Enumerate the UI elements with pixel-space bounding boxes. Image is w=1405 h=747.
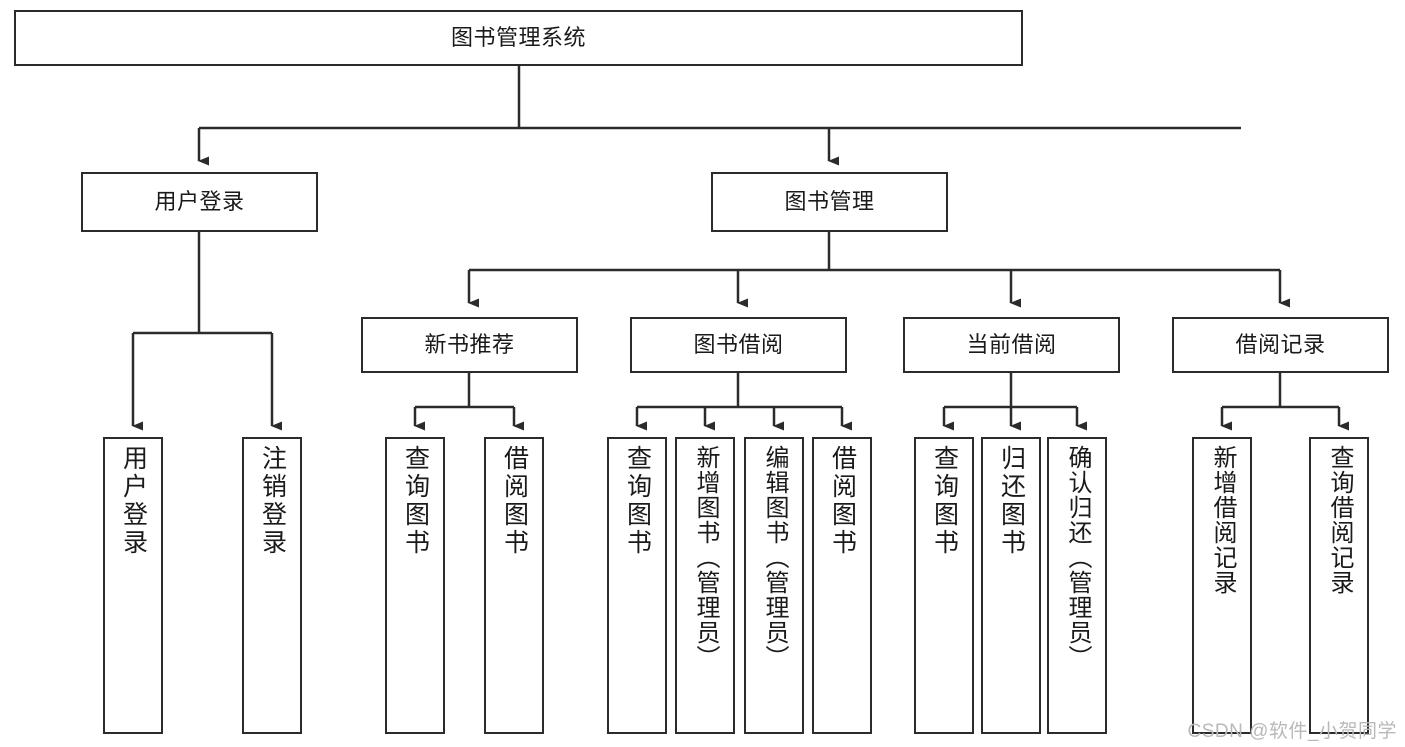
node-label: 注销登录	[258, 445, 287, 557]
node-label: 图书管理系统	[450, 25, 586, 51]
leaf-user-login-signin[interactable]: 用户登录	[103, 437, 163, 734]
node-label: 借阅记录	[1235, 332, 1326, 358]
node-label: 当前借阅	[966, 332, 1057, 358]
leaf-current-query-book[interactable]: 查询图书	[914, 437, 974, 734]
leaf-new-book-borrow[interactable]: 借阅图书	[484, 437, 544, 734]
leaf-record-query-record[interactable]: 查询借阅记录	[1309, 437, 1369, 734]
node-label: 用户登录	[154, 189, 245, 215]
node-label: 新增借阅记录	[1209, 445, 1236, 595]
node-label: 查询图书	[623, 445, 652, 557]
node-label: 图书借阅	[693, 332, 784, 358]
leaf-new-book-query[interactable]: 查询图书	[385, 437, 445, 734]
node-book-borrow[interactable]: 图书借阅	[630, 317, 847, 373]
leaf-borrow-add-book-admin[interactable]: 新增图书（管理员）	[675, 437, 735, 734]
node-label: 用户登录	[119, 445, 148, 557]
node-borrow-record[interactable]: 借阅记录	[1172, 317, 1389, 373]
node-label: 确认归还（管理员）	[1064, 445, 1091, 670]
node-new-book-recommend[interactable]: 新书推荐	[361, 317, 578, 373]
leaf-borrow-query-book[interactable]: 查询图书	[607, 437, 667, 734]
node-label: 借阅图书	[500, 445, 529, 557]
node-label: 图书管理	[784, 189, 875, 215]
leaf-current-confirm-return-admin[interactable]: 确认归还（管理员）	[1047, 437, 1107, 734]
node-current-borrow[interactable]: 当前借阅	[903, 317, 1120, 373]
node-label: 新书推荐	[424, 332, 515, 358]
node-root-system[interactable]: 图书管理系统	[14, 10, 1023, 66]
node-user-login[interactable]: 用户登录	[81, 172, 318, 232]
leaf-record-add-record[interactable]: 新增借阅记录	[1192, 437, 1252, 734]
watermark-text: CSDN @软件_小贺同学	[1187, 721, 1397, 742]
leaf-user-login-signout[interactable]: 注销登录	[242, 437, 302, 734]
node-label: 查询借阅记录	[1326, 445, 1353, 595]
node-label: 查询图书	[930, 445, 959, 557]
node-label: 新增图书（管理员）	[692, 445, 719, 670]
leaf-borrow-borrow-book[interactable]: 借阅图书	[812, 437, 872, 734]
leaf-current-return-book[interactable]: 归还图书	[981, 437, 1041, 734]
node-label: 查询图书	[401, 445, 430, 557]
node-label: 编辑图书（管理员）	[761, 445, 788, 670]
leaf-borrow-edit-book-admin[interactable]: 编辑图书（管理员）	[744, 437, 804, 734]
node-label: 归还图书	[997, 445, 1026, 557]
node-book-management[interactable]: 图书管理	[711, 172, 948, 232]
node-label: 借阅图书	[828, 445, 857, 557]
